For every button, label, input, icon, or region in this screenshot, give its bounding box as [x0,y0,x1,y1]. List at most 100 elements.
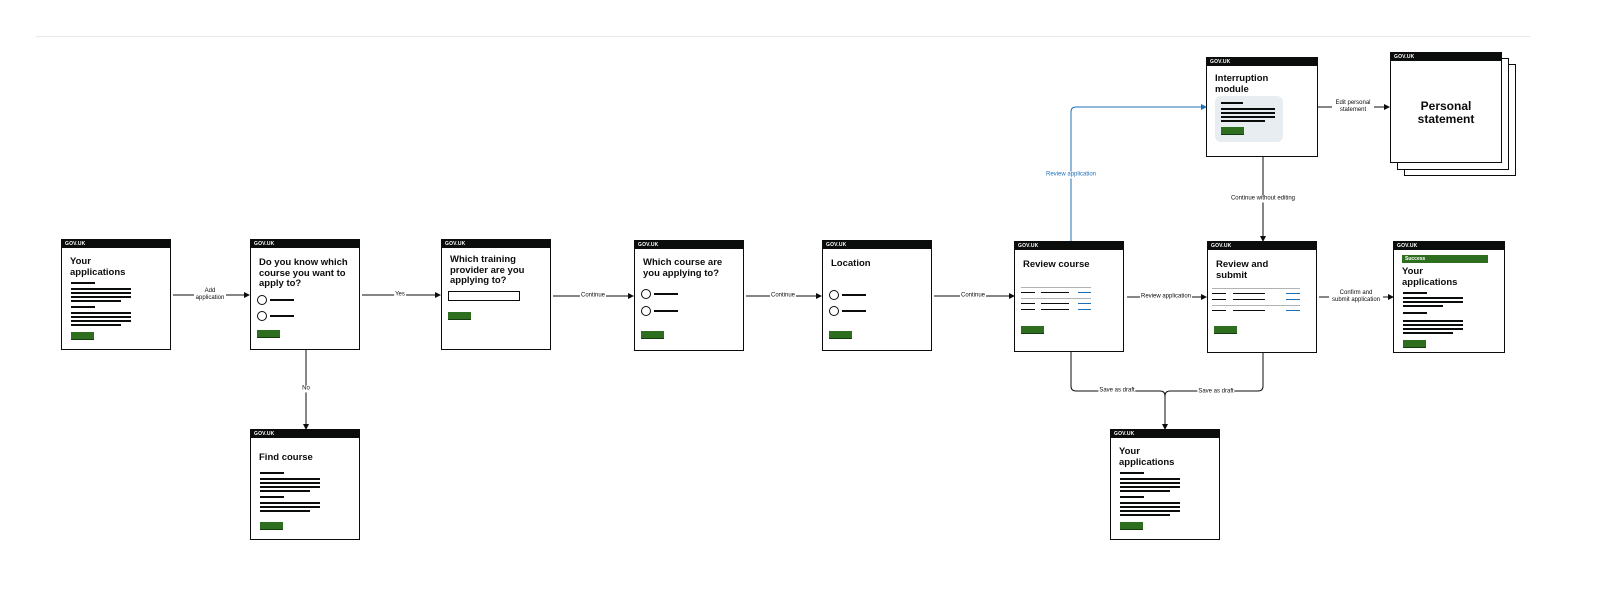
primary-button [71,332,94,340]
screen-title: Review and submit [1216,259,1269,281]
text-line [71,316,131,318]
screen-title: Location [831,258,871,269]
text-line [1221,112,1275,114]
edge-label-add-application: Add application [194,288,226,302]
text-line [260,486,320,488]
text-line [260,510,310,512]
govuk-header: GOV.UK [62,240,170,248]
text-line [1120,472,1144,474]
screen-title: Personal statement [1417,99,1475,126]
primary-button [641,331,664,339]
text-line [1120,486,1180,488]
summary-value [1041,309,1069,311]
text-line [1403,292,1427,294]
screen-find-course: GOV.UK Find course [250,429,360,540]
text-line [71,288,131,290]
radio-label-line [654,310,678,312]
text-line [260,478,320,480]
text-line [1403,324,1463,326]
screen-title: Which training provider are you applying… [450,254,525,286]
primary-button [1214,326,1237,334]
text-line [1120,478,1180,480]
edge-review-application-blue [1070,104,1207,241]
summary-value [1041,292,1069,294]
radio-icon [257,295,267,305]
screen-which-course: GOV.UK Which course are you applying to? [634,240,744,351]
text-line [260,472,284,474]
govuk-header: GOV.UK [635,241,743,249]
summary-divider [1212,288,1300,290]
text-line [1221,116,1275,118]
summary-key [1021,309,1035,311]
govuk-header: GOV.UK [1207,58,1317,66]
text-line [1403,301,1463,303]
summary-key [1021,303,1035,305]
edge-label-yes: Yes [394,291,406,299]
screen-your-applications-draft: GOV.UK Your applications [1110,429,1220,540]
summary-key [1021,292,1035,294]
edge-label-continue: Continue [769,292,797,300]
primary-button [1403,340,1426,348]
govuk-header: GOV.UK [1015,242,1123,250]
radio-label-line [842,294,866,296]
text-line [1120,506,1180,508]
screen-title: Which course are you applying to? [643,257,723,279]
screen-review-course: GOV.UK Review course [1014,241,1124,352]
summary-change-link [1078,292,1091,294]
govuk-header: GOV.UK [823,241,931,249]
radio-label-line [270,315,294,317]
govuk-header: GOV.UK [1111,430,1219,438]
primary-button [1221,127,1244,135]
success-banner: Success [1402,255,1488,263]
govuk-header: GOV.UK [1208,242,1316,250]
summary-change-link [1078,303,1091,305]
text-line [1403,328,1463,330]
summary-value [1233,310,1265,312]
edge-label-review-application-blue: Review application [1044,171,1098,179]
primary-button [257,330,280,338]
edge-label-review-application: Review application [1139,293,1193,301]
screen-title: Your applications [1402,266,1458,288]
text-line [1403,312,1427,314]
screen-title: Do you know which course you want to app… [259,257,348,289]
text-line [71,306,95,308]
primary-button [829,331,852,339]
radio-icon [829,306,839,316]
text-line [71,320,131,322]
radio-label-line [270,299,294,301]
text-line [1403,305,1443,307]
text-input-box [448,291,520,301]
screen-title: Review course [1023,259,1090,270]
radio-icon [829,290,839,300]
screen-your-applications-success: GOV.UK Success Your applications [1393,241,1505,353]
text-line [1120,514,1170,516]
text-line [71,300,121,302]
screen-interruption-module: GOV.UK Interruption module [1206,57,1318,157]
text-line [1403,297,1463,299]
text-line [71,312,131,314]
edge-label-continue-without-editing: Continue without editing [1229,195,1297,203]
text-line [1120,502,1180,504]
radio-label-line [654,293,678,295]
text-line [71,324,121,326]
summary-divider [1021,298,1091,300]
text-line [1403,320,1463,322]
text-line [1120,496,1144,498]
govuk-header: GOV.UK [251,240,359,248]
summary-value [1233,293,1265,295]
text-line [260,506,320,508]
summary-change-link [1078,309,1091,311]
summary-key [1212,293,1226,295]
edge-save-as-draft-2 [1164,353,1264,397]
text-line [260,496,284,498]
edge-label-save-as-draft: Save as draft [1197,388,1235,396]
text-line [1221,108,1275,110]
primary-button [1120,522,1143,530]
radio-icon [257,311,267,321]
text-line [1120,510,1180,512]
text-line [1221,102,1243,104]
govuk-header: GOV.UK [1391,53,1501,61]
summary-key [1212,299,1226,301]
screen-title: Your applications [70,256,126,278]
